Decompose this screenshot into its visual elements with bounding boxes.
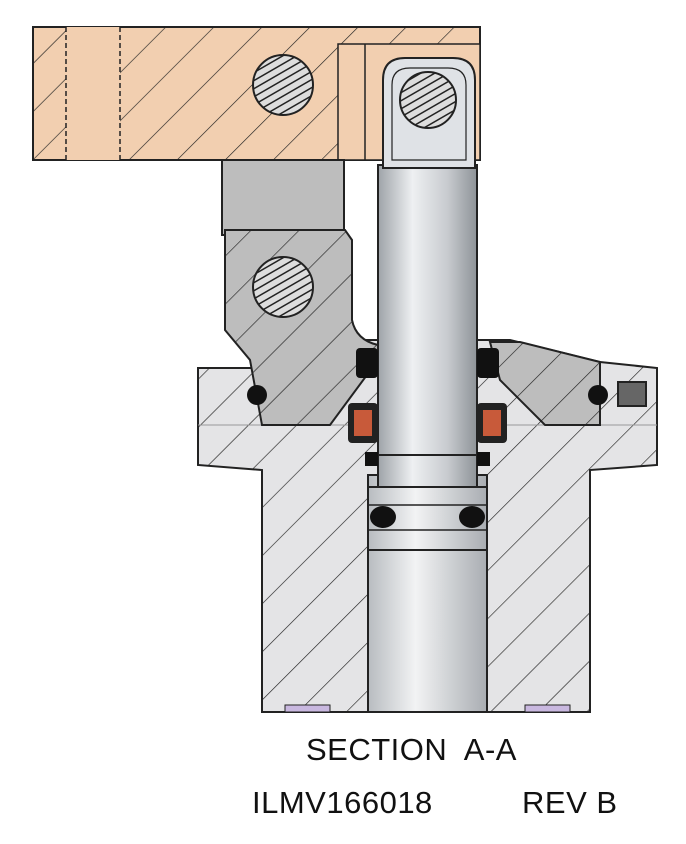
rod-seals xyxy=(348,348,507,466)
set-screw xyxy=(617,381,647,407)
part-number: ILMV166018 xyxy=(252,785,433,820)
arm-bore-hole xyxy=(66,27,120,160)
piston xyxy=(367,486,488,551)
bottom-seal-right xyxy=(524,704,571,713)
lever xyxy=(224,229,608,426)
piston-seal-left xyxy=(370,506,396,528)
piston-rod xyxy=(377,164,478,476)
section-label: SECTION A-A xyxy=(306,732,517,767)
link-arm xyxy=(221,159,345,236)
ball-left xyxy=(247,385,267,405)
rod-clevis xyxy=(382,57,476,169)
piston-seal-right xyxy=(459,506,485,528)
revision-label: REV B xyxy=(522,785,618,820)
arm-pivot-pin xyxy=(252,54,314,116)
bottom-seal-left xyxy=(284,704,331,713)
cylinder-body xyxy=(197,339,658,713)
lever-pivot-pin xyxy=(252,256,314,318)
ball-right xyxy=(588,385,608,405)
rod-shoulder xyxy=(377,454,478,488)
clevis-pin xyxy=(399,71,457,129)
